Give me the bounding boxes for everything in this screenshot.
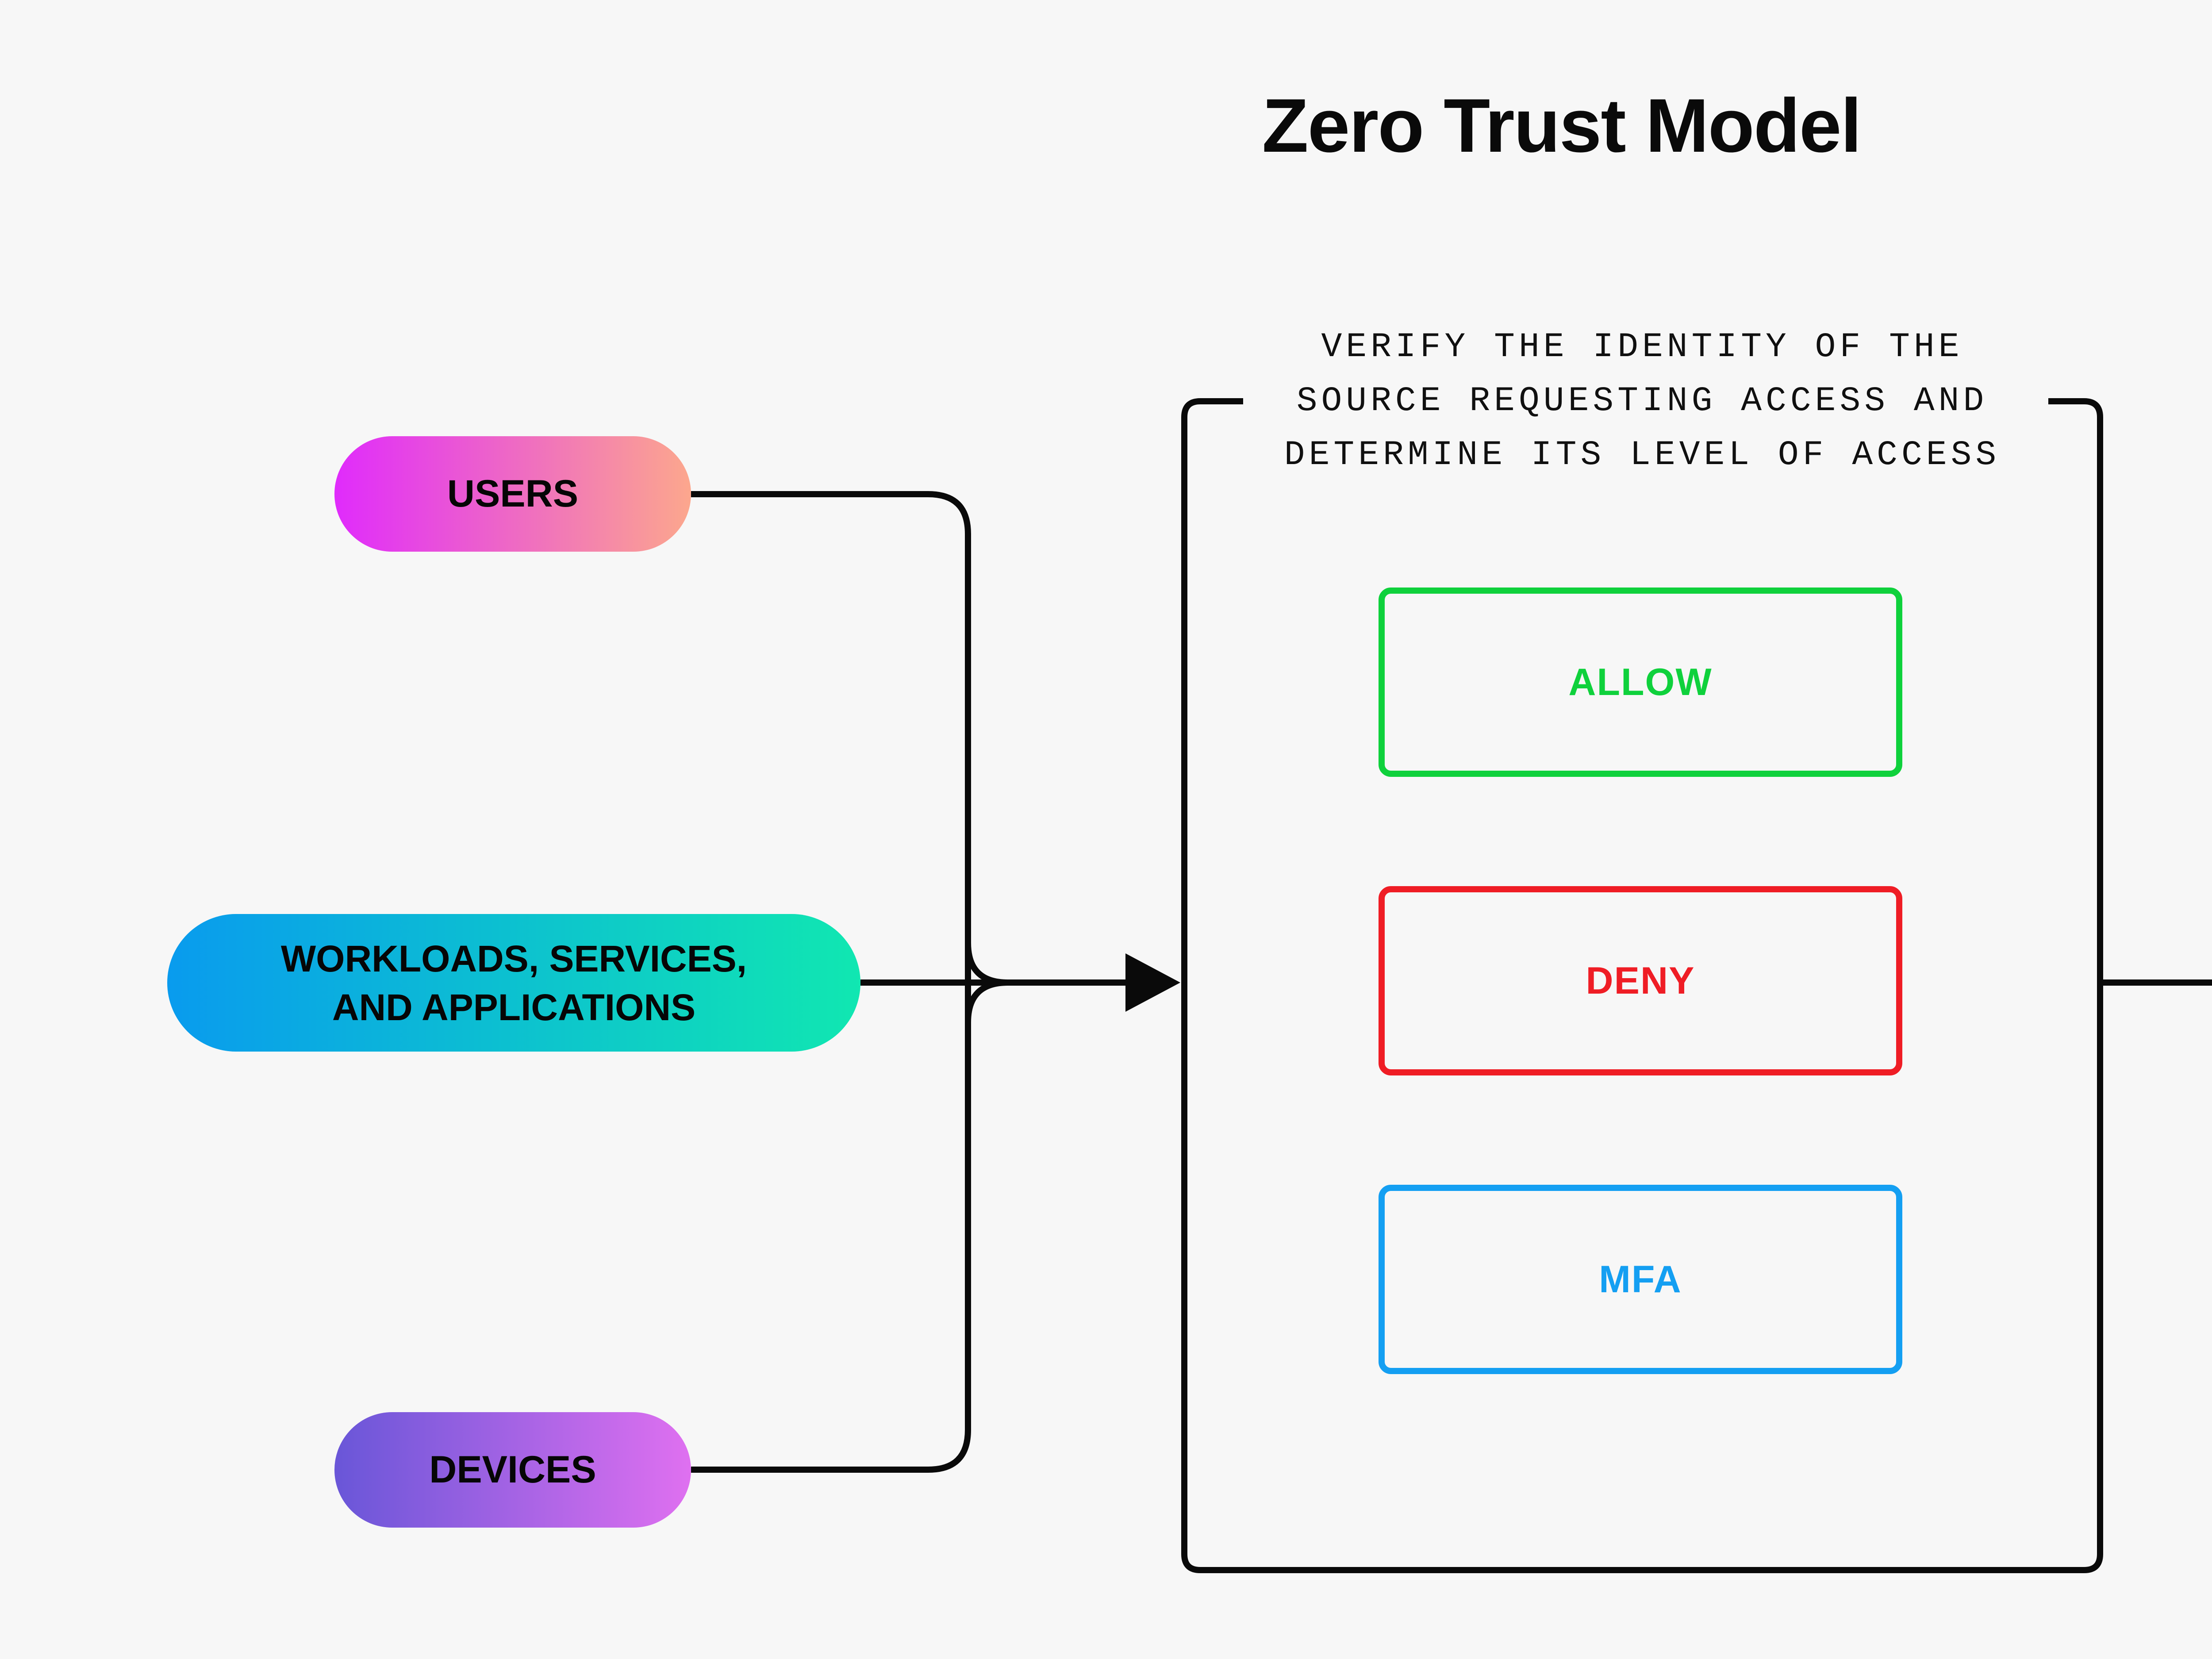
outcome-mfa-label: MFA	[1599, 1258, 1682, 1301]
source-node-devices-label: DEVICES	[429, 1448, 596, 1491]
gate-note: VERIFY THE IDENTITY OF THE SOURCE REQUES…	[1093, 320, 2192, 482]
verification-gate-box	[1181, 398, 2103, 1573]
gate-note-line1: VERIFY THE IDENTITY OF THE	[1321, 328, 1963, 367]
outcome-deny-label: DENY	[1586, 959, 1695, 1002]
source-node-users: USERS	[334, 436, 691, 552]
source-node-workloads-label-line2: AND APPLICATIONS	[332, 986, 696, 1028]
source-node-devices: DEVICES	[334, 1412, 691, 1528]
source-node-workloads-label-line1: WORKLOADS, SERVICES,	[280, 937, 747, 979]
source-node-workloads: WORKLOADS, SERVICES, AND APPLICATIONS	[167, 914, 860, 1052]
merge-branch-top	[965, 942, 1026, 986]
outcome-allow-label: ALLOW	[1568, 661, 1713, 703]
gate-note-line3: DETERMINE ITS LEVEL OF ACCESS	[1284, 436, 2001, 475]
outcome-box-allow: ALLOW	[1379, 588, 1902, 777]
outcome-box-mfa: MFA	[1379, 1185, 1902, 1374]
arrowhead-into-gate-icon	[1125, 953, 1180, 1012]
merge-branch-bottom	[965, 979, 1026, 1023]
page-title: Zero Trust Model	[1262, 83, 1862, 168]
outcome-box-deny: DENY	[1379, 886, 1902, 1075]
gate-note-line2: SOURCE REQUESTING ACCESS AND	[1296, 382, 1988, 421]
source-node-users-label: USERS	[447, 472, 579, 515]
